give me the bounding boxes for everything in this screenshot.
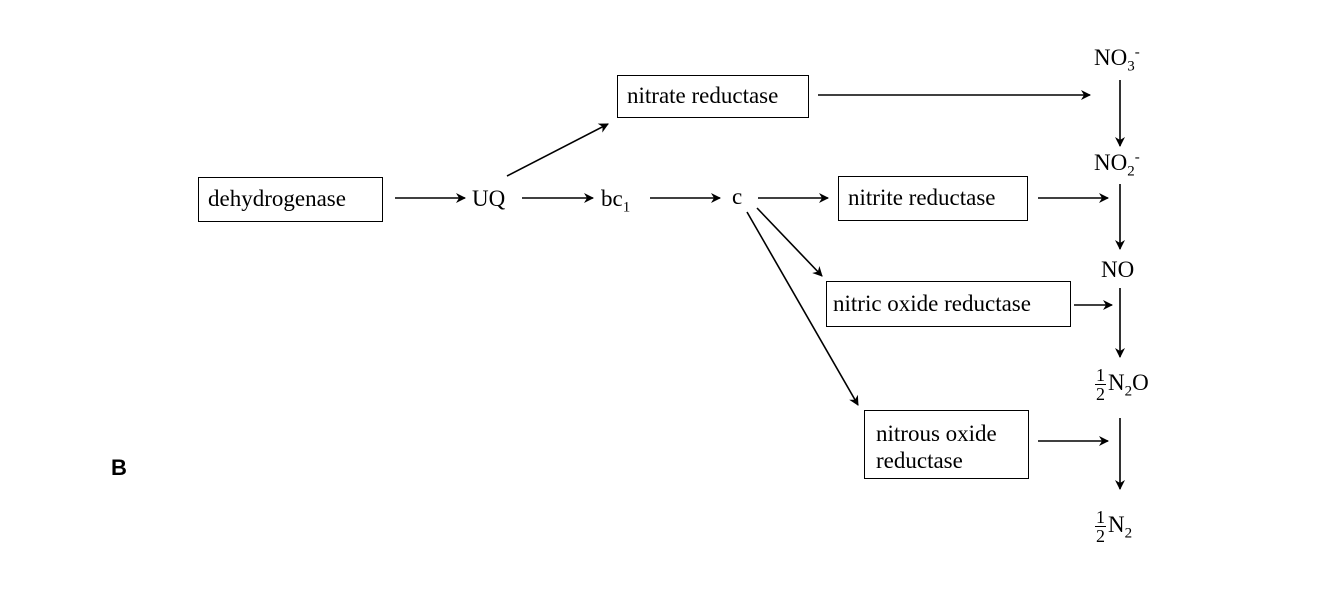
arrow-c-nitrous-oxide-reductase [746, 211, 859, 406]
nitrite-reductase-box: nitrite reductase [838, 176, 1028, 221]
ubiquinone-label: UQ [472, 186, 506, 211]
dehydrogenase-box: dehydrogenase [198, 177, 383, 222]
nitrite-reductase-label: nitrite reductase [848, 185, 996, 210]
nitrate-reductase-box: nitrate reductase [617, 75, 809, 118]
arrow-uq-nitrate-reductase [506, 123, 609, 177]
panel-label: B [111, 455, 127, 480]
dehydrogenase-label: dehydrogenase [208, 186, 346, 211]
dinitrogen-species: 1 2 N2 [1095, 507, 1133, 546]
nitrous-oxide-reductase-label-line2: reductase [876, 448, 963, 473]
nitrate-reductase-label: nitrate reductase [627, 83, 779, 108]
nitric-oxide-reductase-box: nitric oxide reductase [826, 281, 1071, 327]
nitrite-species: NO2- [1094, 149, 1140, 180]
nitrous-oxide-reductase-label-line1: nitrous oxide [876, 421, 997, 446]
nitrate-species: NO3- [1094, 44, 1140, 75]
nitric-oxide-species: NO [1101, 257, 1135, 282]
cytochrome-bc1-label: bc1 [601, 186, 631, 216]
nitrous-oxide-reductase-box: nitrous oxide reductase [864, 410, 1029, 479]
half-coefficient: 1 2 [1095, 365, 1106, 404]
nitric-oxide-reductase-label: nitric oxide reductase [833, 291, 1031, 316]
cytochrome-c-label: c [732, 184, 743, 209]
arrow-c-nitric-oxide-reductase [756, 207, 823, 277]
half-coefficient: 1 2 [1095, 507, 1106, 546]
nitrous-oxide-species: 1 2 N2O [1095, 365, 1149, 404]
